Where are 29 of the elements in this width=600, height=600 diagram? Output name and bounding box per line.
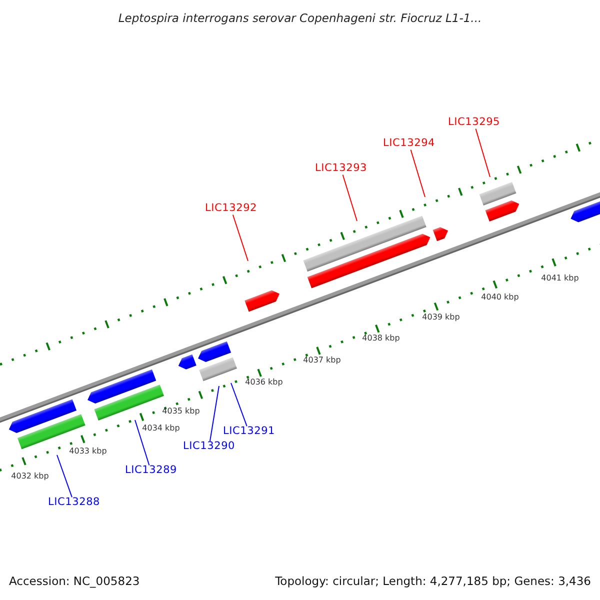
leader-line <box>209 386 220 442</box>
gene-label: LIC13291 <box>222 426 276 438</box>
position-label: 4036 kbp <box>245 378 283 386</box>
position-label: 4035 kbp <box>162 406 200 416</box>
leader-line <box>232 214 248 262</box>
genome-title: Leptospira interrogans serovar Copenhageni str. Fiocruz L1-1... <box>117 11 483 25</box>
gene-label: LIC13289 <box>124 465 178 477</box>
leader-line <box>56 454 72 498</box>
position-label: 4034 kbp <box>142 424 180 432</box>
position-label: 4039 kbp <box>422 312 460 322</box>
leader-line <box>134 420 150 466</box>
gene-label: LIC13293 <box>314 163 368 175</box>
position-label: 4033 kbp <box>69 446 107 456</box>
gene-label: LIC13295 <box>448 117 500 129</box>
leader-line <box>342 174 358 222</box>
accession-label: Accession: NC_005823 <box>9 574 140 588</box>
position-label: 4040 kbp <box>481 292 519 302</box>
position-label: 4032 kbp <box>11 472 49 480</box>
gene-label: LIC13288 <box>48 497 100 509</box>
position-label: 4037 kbp <box>303 356 341 364</box>
gene-label: LIC13292 <box>204 203 258 215</box>
leader-line <box>230 382 248 427</box>
gene-label: LIC13290 <box>182 441 236 453</box>
position-label: 4038 kbp <box>362 334 400 342</box>
leader-line <box>410 149 426 198</box>
gene-label: LIC13294 <box>382 138 436 150</box>
leader-line <box>475 128 490 178</box>
position-label: 4041 kbp <box>541 274 579 282</box>
genome-summary: Topology: circular; Length: 4,277,185 bp; Genes: 3,436 <box>275 574 591 588</box>
